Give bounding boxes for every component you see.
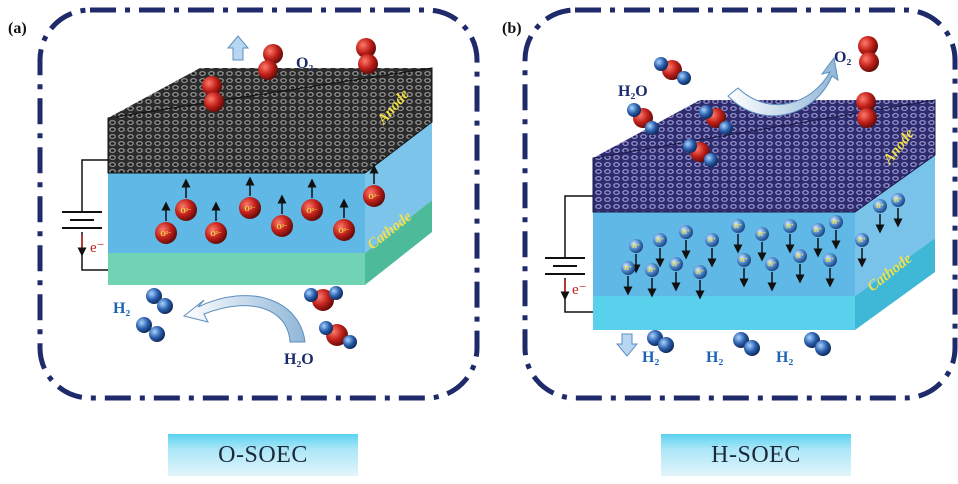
oxide-ion: O²⁻ xyxy=(205,201,227,244)
oxide-ion-group: O²⁻ O²⁻ O²⁻ O²⁻ O²⁻ O²⁻ O²⁻ O²⁻ xyxy=(155,164,385,244)
svg-text:O²⁻: O²⁻ xyxy=(210,230,222,238)
power-source: e⁻ xyxy=(545,195,593,313)
h2-output: H₂ H₂ H₂ xyxy=(615,330,831,366)
svg-text:H⁺: H⁺ xyxy=(814,228,822,234)
h2o-label: H₂O xyxy=(618,83,648,100)
proton: H⁺ xyxy=(873,199,887,234)
h2-label: H₂ xyxy=(706,349,723,366)
svg-text:H⁺: H⁺ xyxy=(796,254,804,260)
proton: H⁺ xyxy=(793,249,807,284)
svg-text:H⁺: H⁺ xyxy=(648,268,656,274)
svg-text:H⁺: H⁺ xyxy=(682,230,690,236)
h2o-o2-flow: H₂O O₂ xyxy=(618,36,879,167)
proton: H⁺ xyxy=(653,233,667,268)
svg-text:H⁺: H⁺ xyxy=(876,204,884,210)
svg-text:H⁺: H⁺ xyxy=(708,238,716,244)
panel-b: H⁺ H⁺ H⁺ H⁺ H⁺ H⁺ H⁺ H⁺ H⁺ H⁺ H⁺ H⁺ H⁺ H… xyxy=(522,7,958,401)
proton: H⁺ xyxy=(737,253,751,288)
proton: H⁺ xyxy=(765,257,779,292)
svg-text:O²⁻: O²⁻ xyxy=(244,205,256,213)
proton: H⁺ xyxy=(829,215,843,250)
svg-text:H⁺: H⁺ xyxy=(826,258,834,264)
o2-label: O₂ xyxy=(296,55,313,72)
svg-text:O²⁻: O²⁻ xyxy=(276,223,288,231)
proton: H⁺ xyxy=(755,227,769,262)
o-soec-title: O-SOEC xyxy=(168,434,358,476)
h2-label: H₂ xyxy=(642,349,659,366)
panel-a: O²⁻ O²⁻ O²⁻ O²⁻ O²⁻ O²⁻ O²⁻ O²⁻ Anode Ca… xyxy=(37,7,480,401)
svg-text:H⁺: H⁺ xyxy=(858,238,866,244)
proton: H⁺ xyxy=(811,223,825,258)
dashed-frame xyxy=(37,7,480,401)
panel-a-tag: (a) xyxy=(8,20,27,37)
h2-label: H₂ xyxy=(776,349,793,366)
o2-output: O₂ xyxy=(202,35,378,112)
oxide-ion: O²⁻ xyxy=(363,164,385,207)
svg-text:O²⁻: O²⁻ xyxy=(180,207,192,215)
svg-text:O²⁻: O²⁻ xyxy=(368,193,380,201)
h-soec-title: H-SOEC xyxy=(661,434,851,476)
cathode-layer xyxy=(108,200,432,285)
svg-text:H⁺: H⁺ xyxy=(894,198,902,204)
proton: H⁺ xyxy=(891,193,905,228)
proton: H⁺ xyxy=(669,257,683,292)
svg-text:H⁺: H⁺ xyxy=(832,220,840,226)
oxide-ion: O²⁻ xyxy=(155,201,177,244)
svg-text:H⁺: H⁺ xyxy=(656,238,664,244)
svg-text:H⁺: H⁺ xyxy=(632,244,640,250)
h2o-label: H₂O xyxy=(284,351,314,368)
proton: H⁺ xyxy=(645,263,659,298)
oxide-ion: O²⁻ xyxy=(301,178,323,221)
svg-text:H⁺: H⁺ xyxy=(672,262,680,268)
power-source: e⁻ xyxy=(62,159,108,271)
svg-text:H⁺: H⁺ xyxy=(758,232,766,238)
proton: H⁺ xyxy=(823,253,837,288)
proton-group: H⁺ H⁺ H⁺ H⁺ H⁺ H⁺ H⁺ H⁺ H⁺ H⁺ H⁺ H⁺ H⁺ H… xyxy=(621,193,905,300)
svg-text:H⁺: H⁺ xyxy=(786,224,794,230)
panel-b-tag: (b) xyxy=(502,20,522,37)
svg-text:H⁺: H⁺ xyxy=(734,224,742,230)
oxide-ion: O²⁻ xyxy=(239,176,261,219)
proton: H⁺ xyxy=(679,225,693,260)
svg-text:H⁺: H⁺ xyxy=(624,266,632,272)
electron-label: e⁻ xyxy=(90,240,105,256)
oxide-ion: O²⁻ xyxy=(271,194,293,237)
anode-layer xyxy=(107,67,433,174)
proton: H⁺ xyxy=(629,239,643,274)
cathode-layer xyxy=(593,238,935,330)
svg-text:H⁺: H⁺ xyxy=(768,262,776,268)
h2-label: H₂ xyxy=(113,300,130,317)
proton: H⁺ xyxy=(693,265,707,300)
proton: H⁺ xyxy=(783,219,797,254)
svg-text:H⁺: H⁺ xyxy=(696,270,704,276)
proton: H⁺ xyxy=(621,261,635,296)
svg-text:H⁺: H⁺ xyxy=(740,258,748,264)
svg-text:O²⁻: O²⁻ xyxy=(160,230,172,238)
svg-text:O²⁻: O²⁻ xyxy=(338,227,350,235)
proton: H⁺ xyxy=(705,233,719,268)
h2-h2o-flow: H₂ H₂O xyxy=(113,286,357,368)
anode-layer xyxy=(592,99,936,213)
oxide-ion: O²⁻ xyxy=(333,198,355,241)
o2-label: O₂ xyxy=(834,49,851,66)
proton: H⁺ xyxy=(855,233,869,268)
electron-label: e⁻ xyxy=(572,282,587,298)
dashed-frame xyxy=(522,7,958,401)
oxide-ion: O²⁻ xyxy=(175,178,197,221)
svg-text:O²⁻: O²⁻ xyxy=(306,207,318,215)
proton: H⁺ xyxy=(731,219,745,254)
